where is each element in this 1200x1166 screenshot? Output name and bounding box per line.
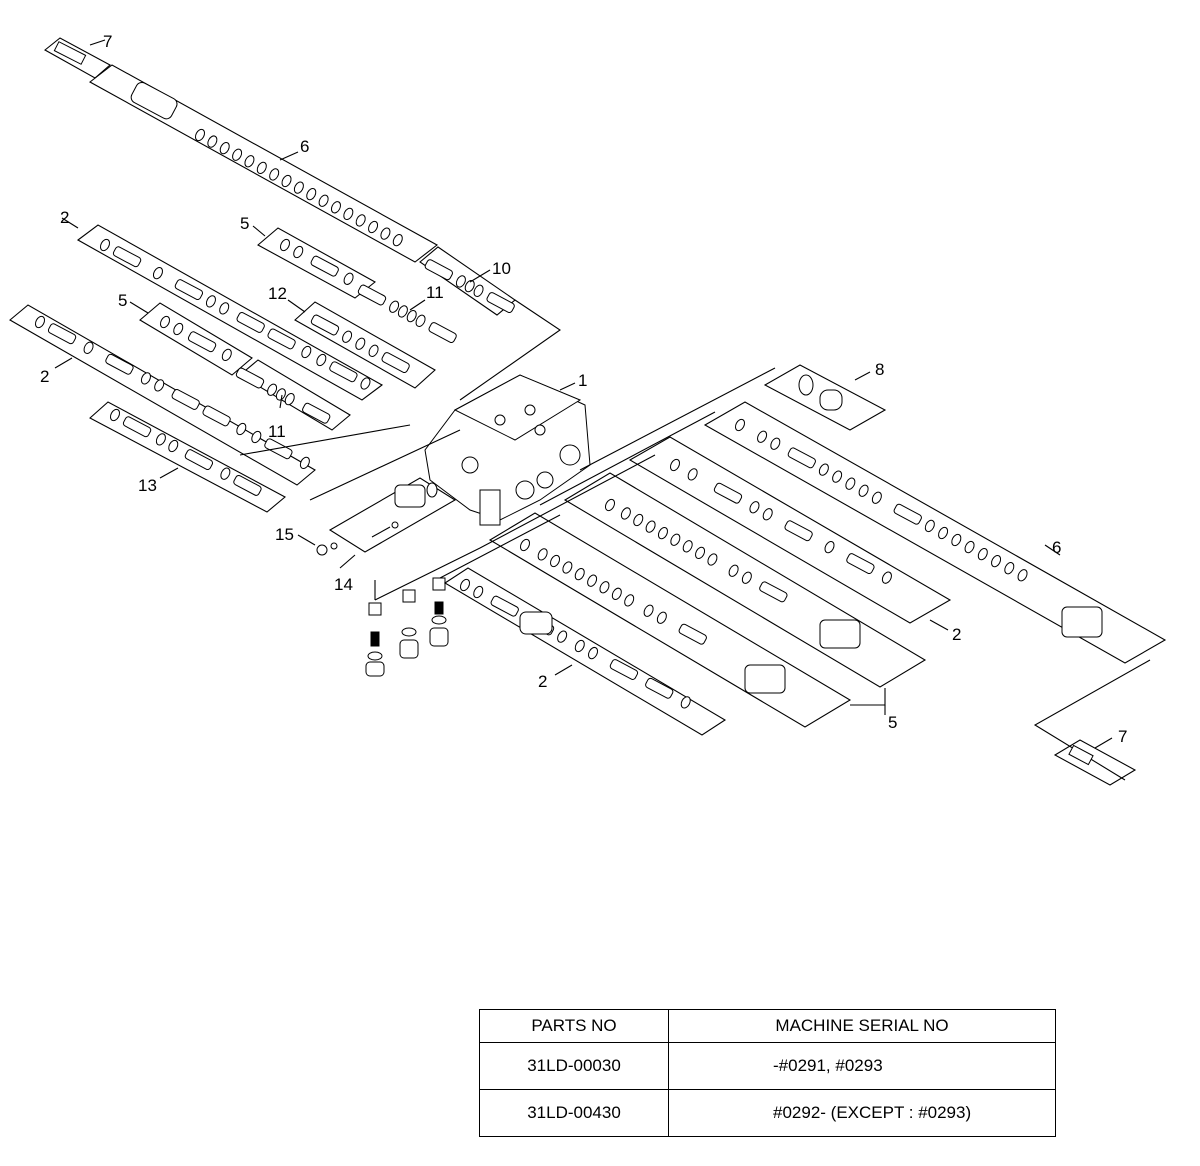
- callout-2-upper: 2: [60, 208, 69, 227]
- group-5-left: [129, 301, 253, 376]
- group-5-upper: [252, 225, 376, 299]
- group-6-right: [703, 401, 1167, 781]
- group-2-left: [9, 304, 316, 486]
- header-parts-no: PARTS NO: [479, 1009, 669, 1043]
- callout-11-lower: 11: [268, 422, 286, 441]
- callout-2-right: 2: [952, 625, 961, 644]
- callout-10: 10: [492, 259, 511, 278]
- group-8: [763, 364, 887, 431]
- group-7-top: [44, 37, 111, 79]
- callout-8: 8: [875, 360, 884, 379]
- plug-stack-mid: [399, 589, 419, 659]
- cell-serial: #0292- (EXCEPT : #0293): [668, 1089, 1056, 1137]
- callout-5-left: 5: [118, 291, 127, 310]
- table-row: 31LD-00430 #0292- (EXCEPT : #0293): [479, 1089, 1056, 1137]
- group-11-lower: [234, 359, 351, 431]
- cell-parts-no: 31LD-00430: [479, 1089, 669, 1137]
- callout-1: 1: [578, 371, 587, 390]
- callout-2-bottom: 2: [538, 672, 547, 691]
- table-header-row: PARTS NO MACHINE SERIAL NO: [479, 1009, 1056, 1043]
- callout-2-left: 2: [40, 367, 49, 386]
- callout-14: 14: [334, 575, 353, 594]
- table-row: 31LD-00030 -#0291, #0293: [479, 1042, 1056, 1090]
- callout-5-upper: 5: [240, 214, 249, 233]
- cell-serial: -#0291, #0293: [668, 1042, 1056, 1090]
- group-2-upper: [61, 217, 384, 401]
- group-2-bottom: [443, 567, 727, 736]
- callout-7-right: 7: [1118, 727, 1127, 746]
- group-13: [89, 401, 286, 513]
- group-7-right: [1053, 737, 1137, 786]
- group-11-upper: [356, 283, 458, 345]
- group-14: [328, 477, 457, 569]
- callout-7-top: 7: [103, 32, 112, 51]
- valve-body: [424, 374, 591, 526]
- callout-13: 13: [138, 476, 157, 495]
- leader-lines: [239, 367, 776, 601]
- callout-12: 12: [268, 284, 287, 303]
- group-12: [287, 299, 436, 389]
- callout-11-upper: 11: [426, 283, 444, 302]
- plug-stack-right: [429, 577, 449, 647]
- header-machine-serial-no: MACHINE SERIAL NO: [668, 1009, 1056, 1043]
- group-15: [297, 534, 338, 556]
- group-6-top: [89, 64, 438, 263]
- callout-15: 15: [275, 525, 294, 544]
- group-2-right: [628, 436, 952, 631]
- parts-serial-table: PARTS NO MACHINE SERIAL NO 31LD-00030 -#…: [479, 1009, 1056, 1137]
- group-5-right-b: [488, 512, 886, 728]
- callout-6-right: 6: [1052, 538, 1061, 557]
- callout-6-top: 6: [300, 137, 309, 156]
- group-10: [419, 246, 561, 401]
- callout-5-right: 5: [888, 713, 897, 732]
- cell-parts-no: 31LD-00030: [479, 1042, 669, 1090]
- group-5-right-a: [563, 472, 927, 688]
- plug-stack-left: [365, 580, 385, 677]
